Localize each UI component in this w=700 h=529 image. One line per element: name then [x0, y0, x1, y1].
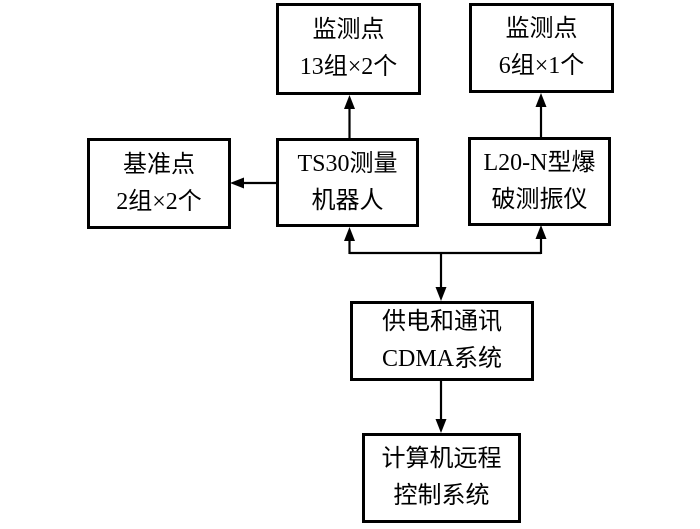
box-label-line2: 控制系统 — [393, 483, 490, 509]
box-computer-remote-control: 计算机远程 控制系统 — [362, 433, 521, 523]
box-label-line2: 13组×2个 — [299, 54, 398, 80]
box-label-line1: L20-N型爆 — [483, 149, 596, 176]
box-monitor-points-6x1: 监测点 6组×1个 — [469, 3, 614, 93]
box-label-line2: 2组×2个 — [116, 188, 202, 215]
branch-cdma-to-instruments — [344, 225, 547, 301]
box-label-line1: 监测点 — [505, 16, 578, 42]
box-label-line2: 机器人 — [311, 187, 384, 214]
box-label-line1: 计算机远程 — [381, 446, 502, 472]
box-power-cdma-system: 供电和通讯 CDMA系统 — [350, 301, 534, 381]
box-monitor-points-13x2: 监测点 13组×2个 — [276, 3, 421, 95]
box-label-line1: 监测点 — [312, 17, 385, 43]
box-label-line2: 破测振仪 — [491, 186, 588, 213]
box-label-line1: 供电和通讯 — [382, 309, 502, 335]
box-ts30-measuring-robot: TS30测量 机器人 — [276, 138, 419, 227]
arrow-cdma-to-computer — [435, 380, 447, 433]
box-label-line1: 基准点 — [123, 151, 195, 178]
box-label-line2: 6组×1个 — [498, 53, 585, 79]
box-label-line1: TS30测量 — [297, 150, 398, 177]
box-reference-points: 基准点 2组×2个 — [87, 138, 231, 229]
box-l20n-blast-vibrometer: L20-N型爆 破测振仪 — [468, 137, 611, 226]
arrow-ts30-to-monitor-left — [344, 95, 355, 138]
arrow-l20n-to-monitor-right — [535, 93, 547, 137]
arrow-ts30-to-reference — [230, 177, 276, 189]
box-label-line2: CDMA系统 — [381, 346, 502, 372]
